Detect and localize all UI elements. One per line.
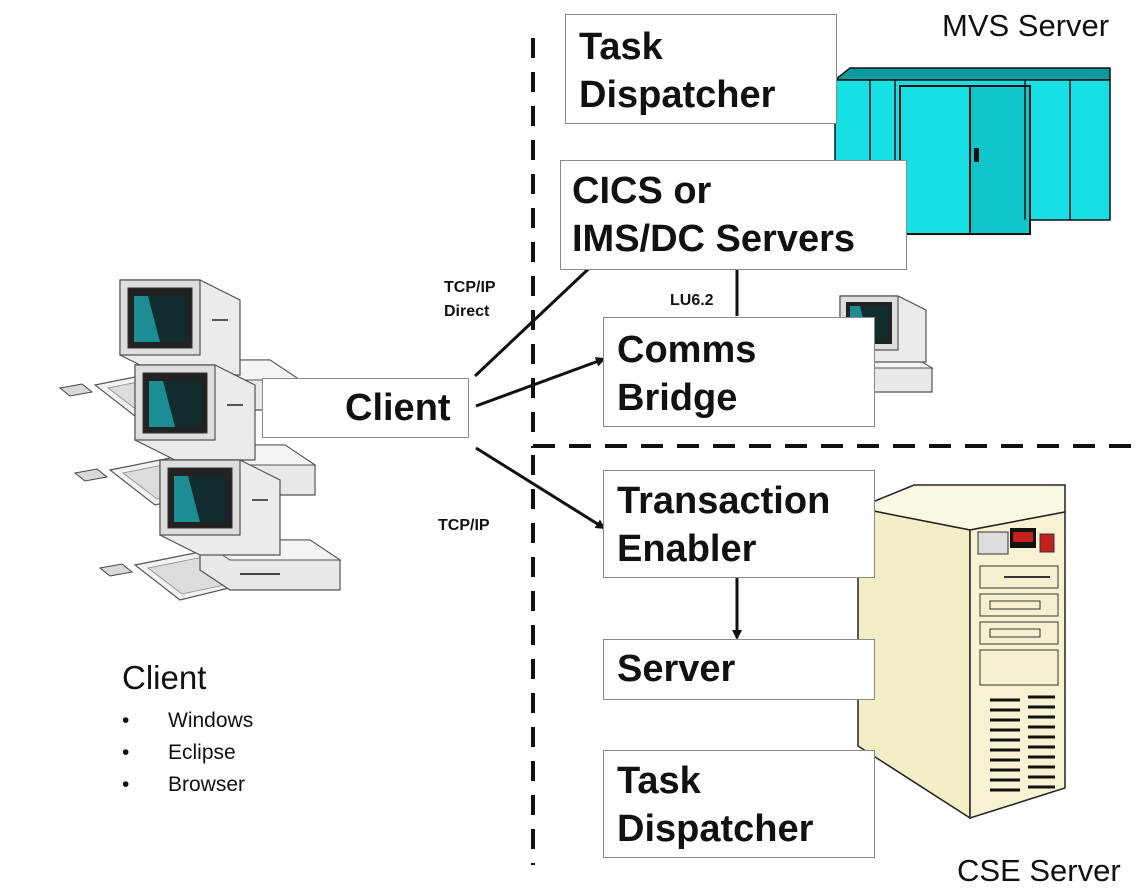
mvs-server-title: MVS Server [942,8,1110,43]
cse-task-dispatcher-label: Task Dispatcher [617,760,814,850]
label-tcpip: TCP/IP [438,517,490,534]
arrow-client-to-cics [473,256,602,378]
cics-ims-box: CICS or IMS/DC Servers [560,160,907,270]
client-platform-list: Windows Eclipse Browser [120,705,253,801]
server-box: Server [603,639,875,700]
cics-ims-label: CICS or IMS/DC Servers [572,170,856,260]
client-caption: Client [122,659,207,696]
transaction-enabler-label: Transaction Enabler [617,480,831,570]
platform-browser: Browser [120,769,253,801]
cse-task-dispatcher-box: Task Dispatcher [603,750,875,858]
mvs-task-dispatcher-label: Task Dispatcher [579,26,776,116]
mvs-task-dispatcher-box: Task Dispatcher [565,14,837,124]
client-box: Client [262,378,469,438]
platform-eclipse: Eclipse [120,737,253,769]
client-workstations-icon [59,279,341,601]
arrow-client-to-transaction [475,446,606,530]
server-label: Server [617,648,736,690]
label-tcpip-direct: TCP/IP Direct [444,279,500,320]
transaction-enabler-box: Transaction Enabler [603,470,875,578]
platform-windows: Windows [120,705,253,737]
cse-tower-icon [855,484,1066,820]
label-lu62: LU6.2 [670,292,714,309]
cse-server-title: CSE Server [957,853,1121,888]
client-box-label: Client [345,387,451,429]
arrow-client-to-comms [475,357,606,408]
comms-bridge-box: Comms Bridge [603,317,875,427]
comms-bridge-label: Comms Bridge [617,329,757,419]
